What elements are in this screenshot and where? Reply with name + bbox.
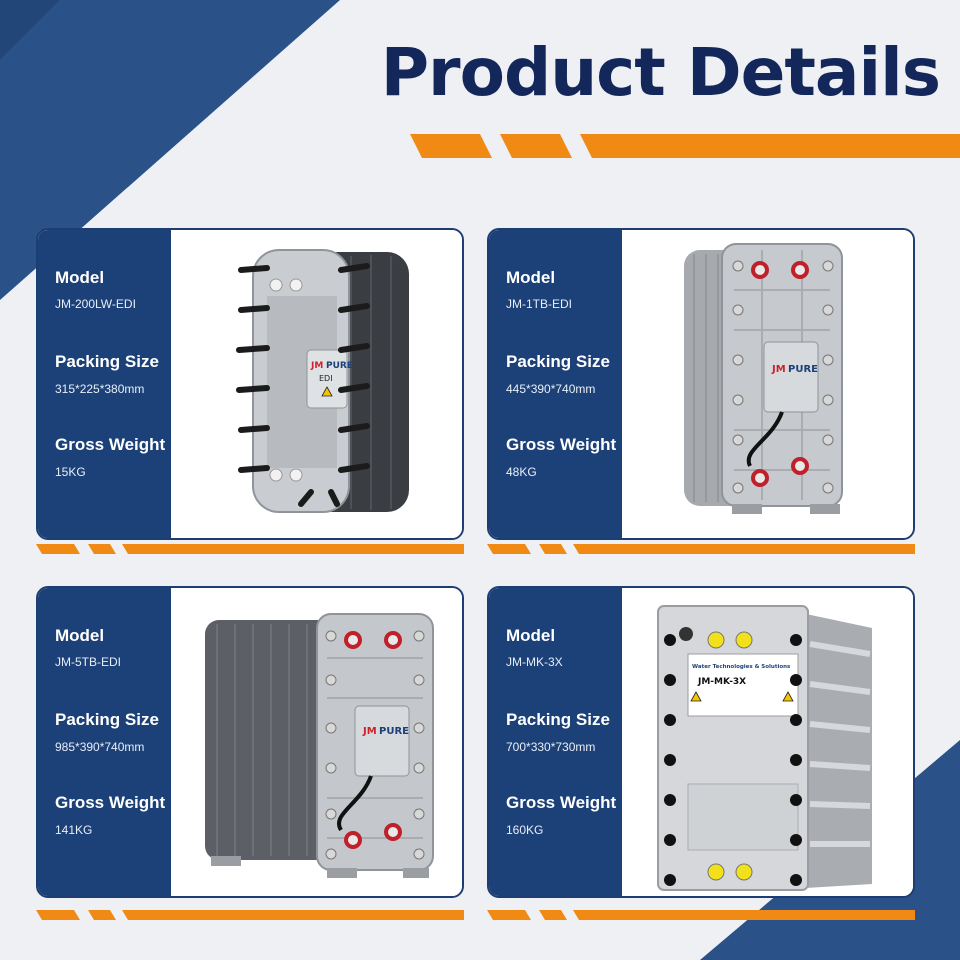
model-value: JM-MK-3X	[506, 655, 563, 669]
device-model-text: JM-MK-3X	[697, 677, 746, 687]
spec-panel: Model JM-MK-3X Packing Size 700*330*730m…	[489, 588, 622, 896]
edi-module-image: JM PURE	[684, 243, 843, 514]
edi-module-image: Water Technologies & Solutions JM-MK-3X	[657, 605, 872, 891]
page-title: Product Details	[380, 34, 941, 111]
product-photo: JM PURE	[171, 588, 462, 896]
product-card: Model JM-1TB-EDI Packing Size 445*390*74…	[487, 228, 915, 540]
packing-size-label: Packing Size	[55, 710, 159, 729]
brand-pure-text: PURE	[788, 364, 818, 375]
card-accent-stripes	[36, 910, 464, 920]
packing-size-value: 985*390*740mm	[55, 740, 145, 754]
gross-weight-value: 141KG	[55, 823, 93, 837]
model-label: Model	[506, 626, 556, 645]
model-label: Model	[506, 268, 556, 287]
spec-panel: Model JM-1TB-EDI Packing Size 445*390*74…	[489, 230, 622, 538]
card-accent-stripes	[487, 544, 915, 554]
device-sub-text: EDI	[319, 374, 333, 383]
brand-jm-text: JM	[310, 361, 323, 371]
gross-weight-value: 160KG	[506, 823, 544, 837]
edi-module-image: JM PURE EDI	[236, 249, 409, 513]
packing-size-value: 445*390*740mm	[506, 382, 596, 396]
brand-pure-text: PURE	[326, 361, 353, 371]
gross-weight-value: 15KG	[55, 465, 86, 479]
brand-jm-text: JM	[771, 364, 786, 375]
device-company-text: Water Technologies & Solutions	[692, 664, 791, 670]
packing-size-label: Packing Size	[506, 352, 610, 371]
model-label: Model	[55, 626, 105, 645]
gross-weight-label: Gross Weight	[506, 435, 617, 454]
model-value: JM-200LW-EDI	[55, 297, 136, 311]
gross-weight-value: 48KG	[506, 465, 537, 479]
edi-module-image: JM PURE	[205, 613, 434, 878]
model-value: JM-1TB-EDI	[506, 297, 572, 311]
product-photo: Water Technologies & Solutions JM-MK-3X	[622, 588, 913, 896]
packing-size-label: Packing Size	[55, 352, 159, 371]
spec-panel: Model JM-200LW-EDI Packing Size 315*225*…	[38, 230, 171, 538]
model-label: Model	[55, 268, 105, 287]
packing-size-value: 315*225*380mm	[55, 382, 145, 396]
spec-panel: Model JM-5TB-EDI Packing Size 985*390*74…	[38, 588, 171, 896]
card-accent-stripes	[36, 544, 464, 554]
product-photo: JM PURE EDI	[171, 230, 462, 538]
model-value: JM-5TB-EDI	[55, 655, 121, 669]
brand-jm-text: JM	[362, 726, 377, 737]
gross-weight-label: Gross Weight	[506, 793, 617, 812]
packing-size-label: Packing Size	[506, 710, 610, 729]
product-card: Model JM-5TB-EDI Packing Size 985*390*74…	[36, 586, 464, 898]
product-card: Model JM-MK-3X Packing Size 700*330*730m…	[487, 586, 915, 898]
product-card: Model JM-200LW-EDI Packing Size 315*225*…	[36, 228, 464, 540]
gross-weight-label: Gross Weight	[55, 435, 166, 454]
title-accent-stripes	[410, 134, 960, 158]
brand-pure-text: PURE	[379, 726, 409, 737]
product-photo: JM PURE	[622, 230, 913, 538]
packing-size-value: 700*330*730mm	[506, 740, 596, 754]
gross-weight-label: Gross Weight	[55, 793, 166, 812]
card-accent-stripes	[487, 910, 915, 920]
